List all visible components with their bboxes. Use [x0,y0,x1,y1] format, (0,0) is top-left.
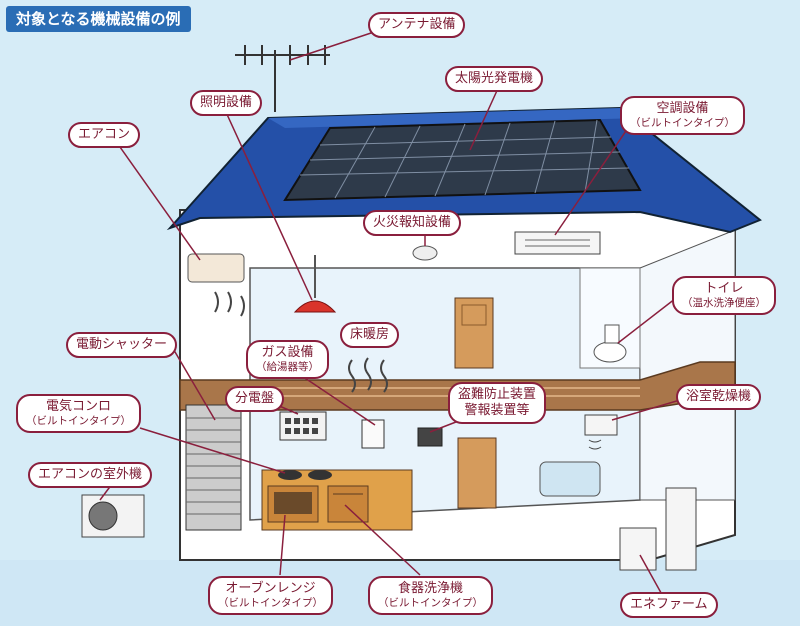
enefarm-unit-small [619,527,657,571]
callout-dishwasher: 食器洗浄機（ビルトインタイプ） [368,576,493,615]
solar-panel [283,118,642,202]
callout-toilet: トイレ（温水洗浄便座） [672,276,776,315]
callout-shutter: 電動シャッター [66,332,178,358]
callout-stove: 電気コンロ（ビルトインタイプ） [16,394,141,433]
fire-alarm-device [412,245,438,261]
lower-door [457,437,497,509]
distribution-board [279,411,327,441]
antenna [235,45,330,112]
aircon-unit [187,253,245,283]
pendant-lamp [293,300,337,313]
callout-gas: ガス設備（給湯器等） [246,340,329,379]
bathtub [539,461,601,497]
callout-floor-heating: 床暖房 [340,322,400,348]
callout-lighting: 照明設備 [190,90,263,116]
ceiling-aircon [514,231,601,255]
page-title: 対象となる機械設備の例 [6,6,191,32]
callout-security: 盗難防止装置警報装置等 [448,382,547,424]
dishwasher [327,485,369,523]
callout-oven: オーブンレンジ（ビルトインタイプ） [208,576,333,615]
electric-shutter [185,404,242,531]
callout-ac-builtin: 空調設備（ビルトインタイプ） [620,96,745,135]
upper-door [454,297,494,369]
callout-enefarm: エネファーム [620,592,718,618]
callout-antenna: アンテナ設備 [368,12,466,38]
water-heater [361,419,385,449]
security-panel [417,427,443,447]
callout-outdoor-unit: エアコンの室外機 [28,462,153,488]
callout-fire-alarm: 火災報知設備 [363,210,462,236]
callout-distribution: 分電盤 [225,386,285,412]
callout-solar: 太陽光発電機 [445,66,544,92]
callout-bath-dryer: 浴室乾燥機 [676,384,762,410]
bath-dryer-vent [584,414,618,436]
toilet-fixture [593,341,627,363]
roof-ridge [268,108,640,128]
callout-aircon: エアコン [68,122,141,148]
enefarm-unit-tall [665,487,697,571]
